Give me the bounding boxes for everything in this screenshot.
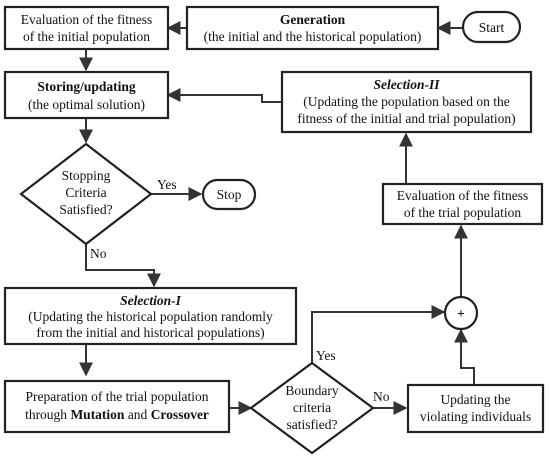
- boundary-line3: satisfied?: [287, 417, 338, 432]
- start-label: Start: [479, 20, 505, 35]
- selection2-box: Selection-II (Updating the population ba…: [280, 70, 533, 134]
- edge-stopping-selection1: [85, 244, 161, 288]
- stop-label: Stop: [217, 187, 242, 202]
- selection1-line1: (Updating the historical population rand…: [28, 309, 273, 324]
- stop-node: Stop: [201, 178, 257, 211]
- stopping-decision: Stopping Criteria Satisfied?: [19, 142, 153, 246]
- generation-subtitle: (the initial and the historical populati…: [204, 29, 422, 44]
- selection2-line1: (Updating the population based on the: [303, 94, 510, 109]
- eval-initial-line1: Evaluation of the fitness: [21, 12, 153, 27]
- selection1-line2: from the initial and historical populati…: [36, 325, 264, 340]
- stopping-line2: Criteria: [65, 185, 106, 200]
- mutation-term: Mutation: [70, 407, 124, 422]
- sum-symbol: +: [457, 306, 465, 321]
- edge-label-boundary-no: No: [373, 389, 390, 404]
- edge-label-stop-yes: Yes: [157, 177, 177, 192]
- preparation-line1: Preparation of the trial population: [26, 389, 209, 404]
- storing-title: Storing/updating: [37, 79, 136, 94]
- selection2-line2: fitness of the initial and trial populat…: [297, 111, 515, 126]
- preparation-line2: through Mutation and Crossover: [25, 407, 209, 422]
- sum-junction: +: [443, 295, 479, 331]
- storing-subtitle: (the optimal solution): [28, 97, 145, 112]
- eval-trial-line2: of the trial population: [404, 205, 522, 220]
- eval-initial-box: Evaluation of the fitness of the initial…: [3, 5, 170, 51]
- selection2-title: Selection-II: [374, 77, 441, 92]
- edge-selection2-storing: [166, 88, 282, 103]
- updating-violating-line2: violating individuals: [420, 409, 531, 424]
- eval-trial-box: Evaluation of the fitness of the trial p…: [381, 182, 544, 226]
- selection1-box: Selection-I (Updating the historical pop…: [3, 286, 298, 346]
- edge-boundary-sum: [311, 305, 446, 363]
- updating-violating-box: Updating the violating individuals: [406, 383, 545, 434]
- eval-trial-line1: Evaluation of the fitness: [397, 188, 529, 203]
- crossover-term: Crossover: [151, 407, 209, 422]
- preparation-box: Preparation of the trial population thro…: [3, 379, 231, 434]
- boundary-decision: Boundary criteria satisfied?: [249, 361, 375, 455]
- stopping-line3: Satisfied?: [59, 202, 112, 217]
- start-node: Start: [461, 10, 522, 44]
- generation-box: Generation (the initial and the historic…: [185, 5, 440, 51]
- boundary-line1: Boundary: [285, 383, 338, 398]
- updating-violating-line1: Updating the: [440, 392, 510, 407]
- edges: [79, 21, 475, 415]
- boundary-line2: criteria: [293, 400, 331, 415]
- storing-box: Storing/updating (the optimal solution): [3, 70, 170, 120]
- edge-updating-sum: [454, 328, 475, 385]
- stopping-line1: Stopping: [62, 168, 111, 183]
- edge-label-boundary-yes: Yes: [316, 348, 336, 363]
- selection1-title: Selection-I: [120, 293, 181, 308]
- eval-initial-line2: of the initial population: [23, 29, 150, 44]
- edge-label-stop-no: No: [90, 246, 107, 261]
- generation-title: Generation: [280, 12, 346, 27]
